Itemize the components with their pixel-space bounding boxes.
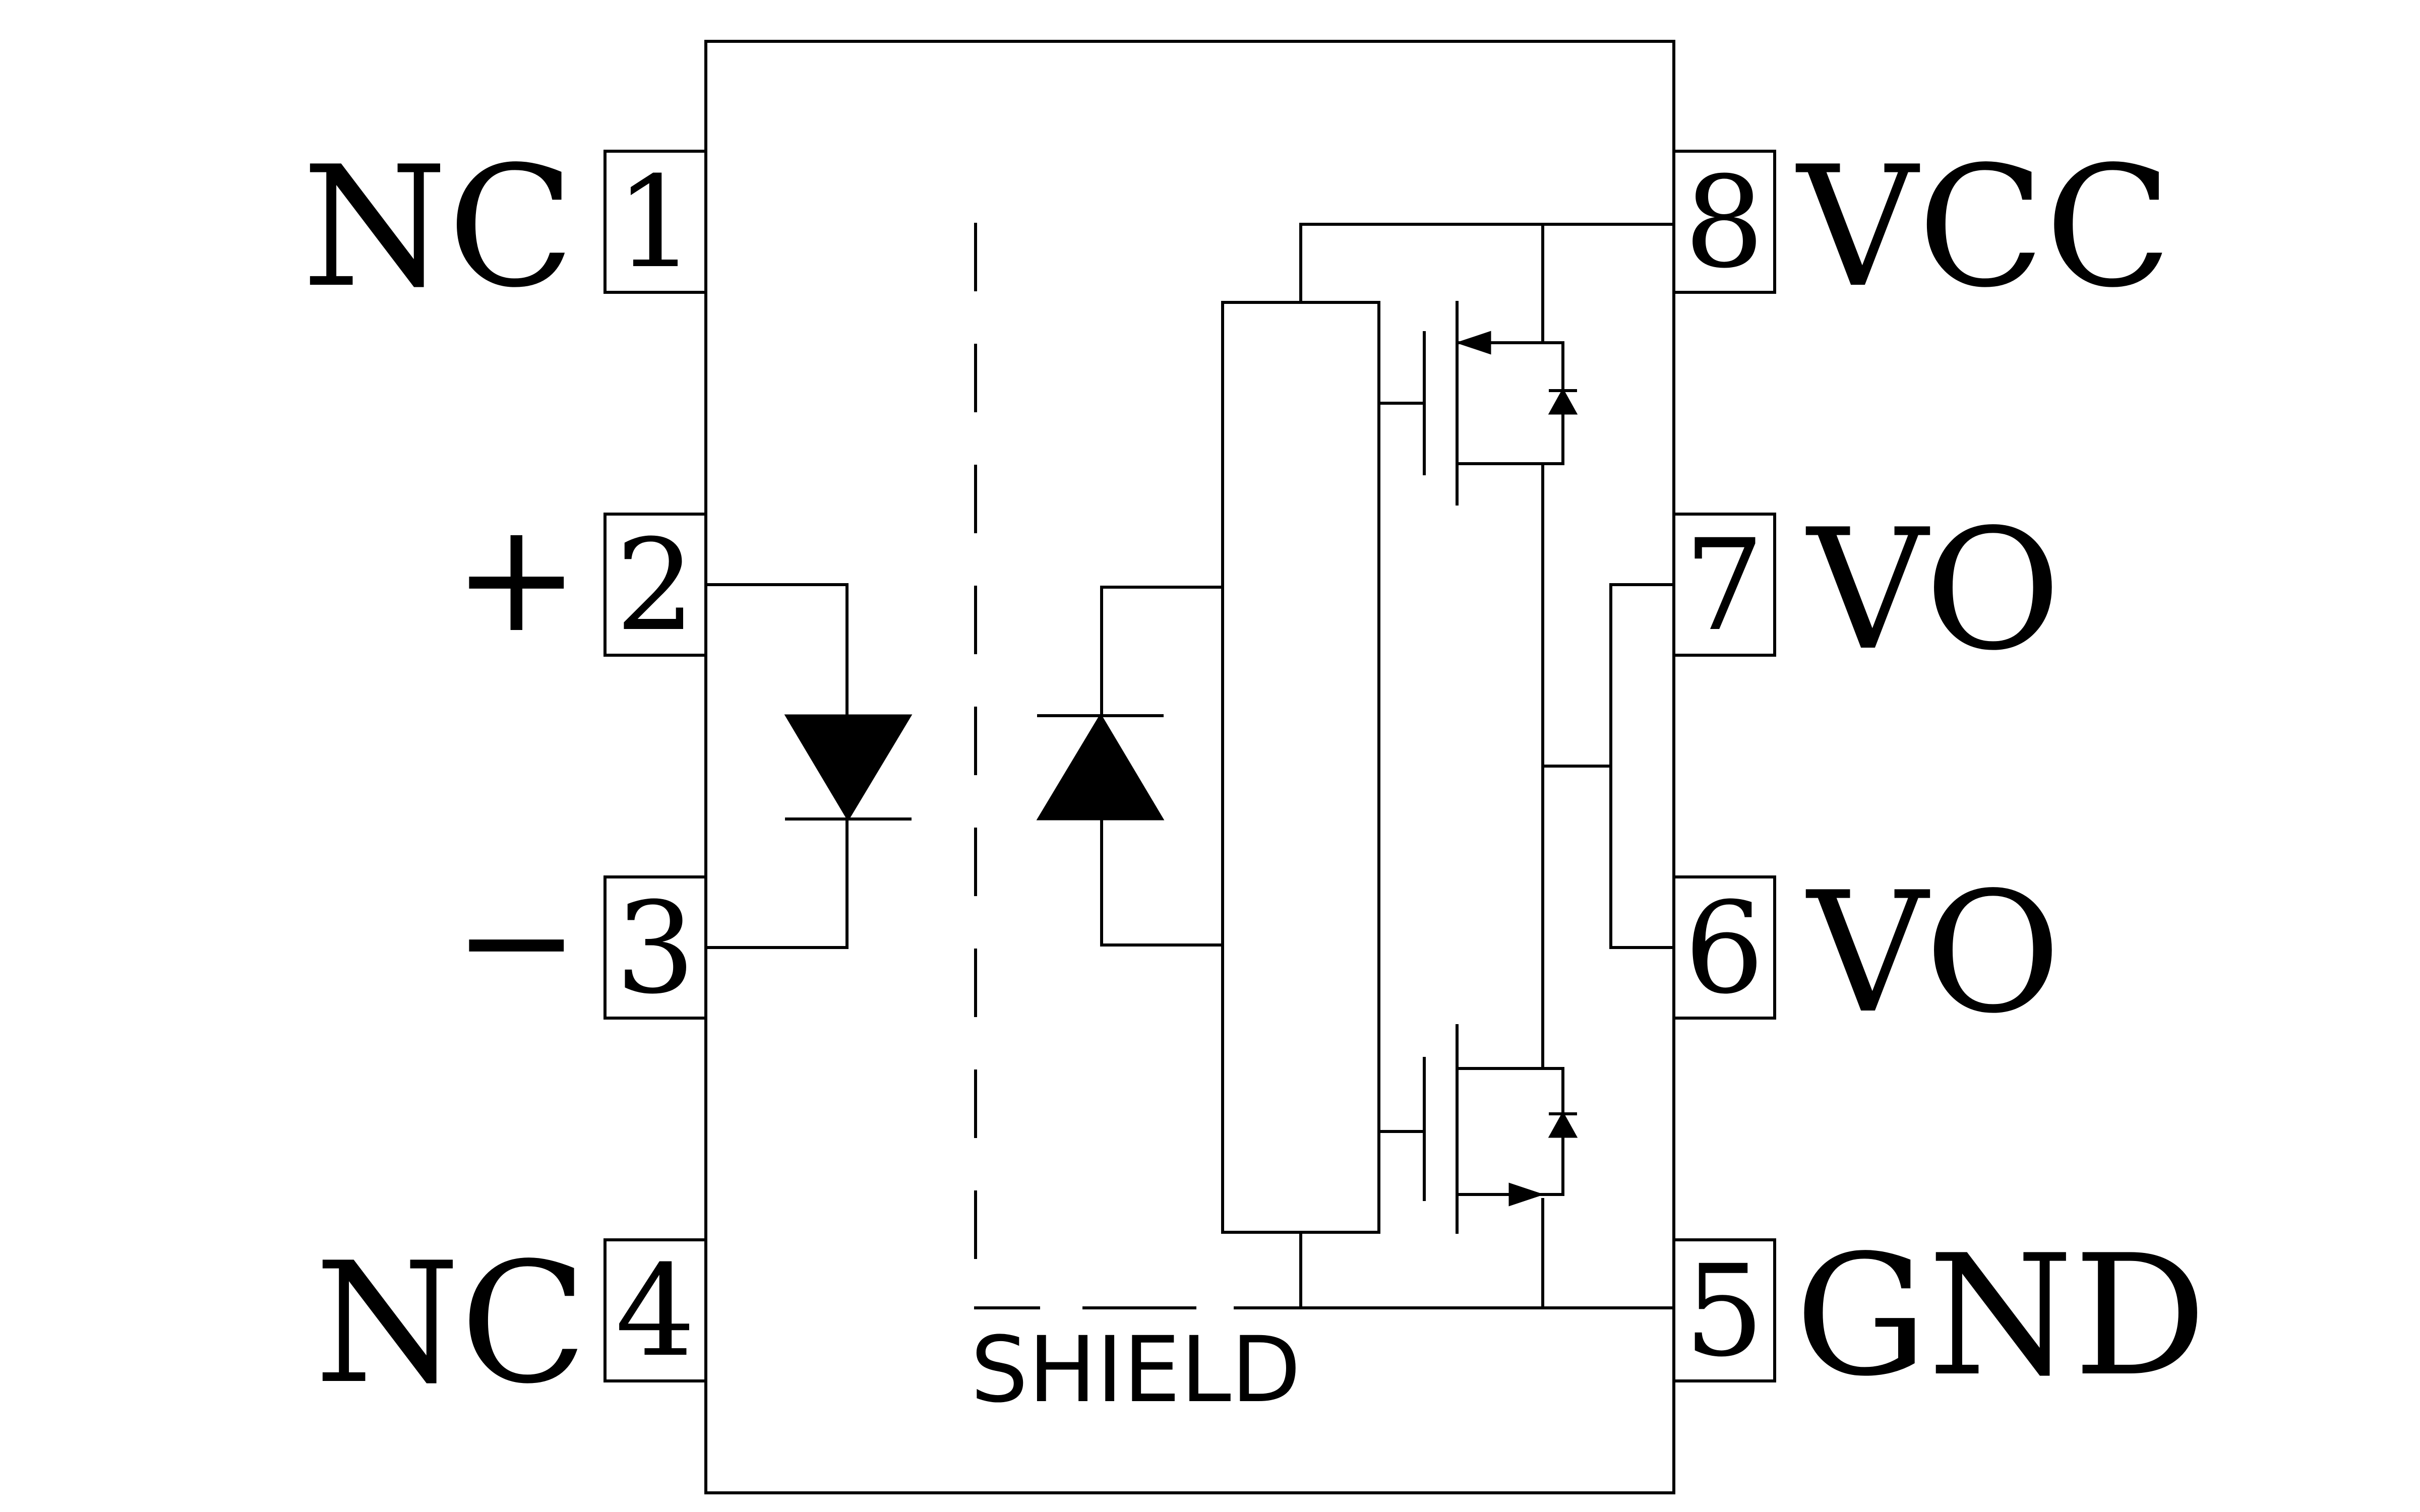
pin-6-label: VO: [1805, 856, 2061, 1050]
pin-8-label: VCC: [1795, 131, 2172, 324]
pin-7-number: 7: [1684, 512, 1764, 659]
pin-6-number: 6: [1684, 875, 1764, 1022]
pin-1-box: [603, 150, 707, 294]
driver-ic-block: [1221, 301, 1380, 1234]
pin-8-number: 8: [1684, 149, 1764, 296]
pin-5-number: 5: [1684, 1238, 1764, 1384]
vcc-rail: [1299, 223, 1675, 344]
shield-line: [974, 223, 1675, 1309]
pin-8-box: [1672, 150, 1776, 294]
pin-1-label: NC: [302, 131, 575, 324]
pin-4-box: [603, 1238, 707, 1382]
pin-3-number: 3: [615, 875, 695, 1022]
lower-mosfet: [1377, 1024, 1578, 1234]
vo-connection: [1541, 583, 1675, 949]
input-led: [704, 583, 913, 949]
package-body: [704, 40, 1675, 1494]
pin-2-label: +: [453, 490, 580, 666]
gnd-rail: [1299, 1198, 1544, 1309]
pin-7-label: VO: [1805, 493, 2061, 687]
upper-mosfet: [1377, 301, 1578, 1070]
pin-4-number: 4: [615, 1238, 695, 1384]
pin-1-number: 1: [615, 149, 695, 296]
pin-5-box: [1672, 1238, 1776, 1382]
shield-label: SHIELD: [971, 1317, 1301, 1423]
pin-3-label: −: [453, 853, 580, 1029]
pin-5-label: GND: [1795, 1219, 2207, 1413]
pin-2-number: 2: [615, 512, 695, 659]
pin-4-label: NC: [315, 1227, 587, 1420]
photodiode: [1036, 586, 1224, 947]
